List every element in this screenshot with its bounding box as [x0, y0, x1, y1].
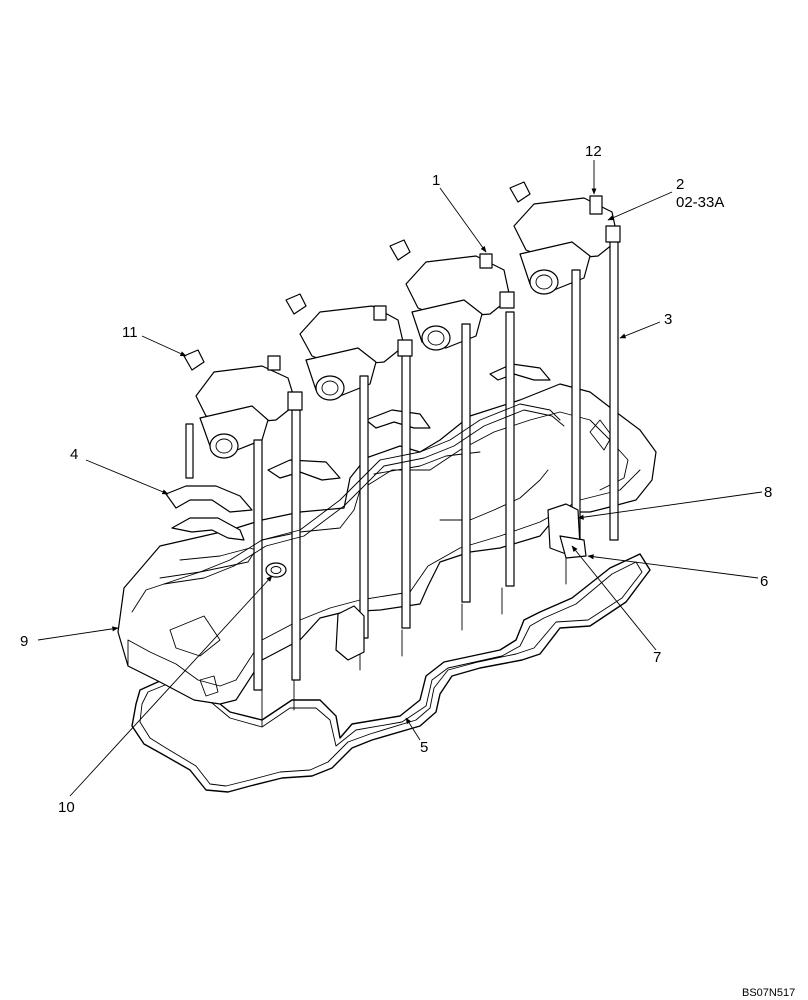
callout-11: 11	[122, 324, 138, 341]
bolt-heads	[267, 195, 621, 411]
callout-1: 1	[432, 172, 440, 189]
callout-10: 10	[58, 799, 75, 816]
callout-6: 6	[760, 573, 768, 590]
bearing-brackets	[165, 363, 551, 541]
callout-2-reference: 02-33A	[676, 194, 724, 211]
callout-12: 12	[585, 143, 602, 160]
gasket	[131, 553, 651, 793]
callout-5: 5	[420, 739, 428, 756]
callout-4: 4	[70, 446, 78, 463]
figure-code: BS07N517	[742, 987, 795, 999]
callout-9: 9	[20, 633, 28, 650]
wiring-harness	[159, 403, 565, 585]
callout-8: 8	[764, 484, 772, 501]
callout-2: 2	[676, 176, 684, 193]
callout-labels: 1 2 02-33A 3 4 5 6 7 8 9 10 11 12 BS07N5…	[20, 143, 795, 999]
callout-7: 7	[653, 649, 661, 666]
callout-3: 3	[664, 311, 672, 328]
leader-lines	[37, 160, 763, 797]
seal-washer	[265, 562, 287, 578]
rocker-arm-assemblies	[183, 181, 619, 459]
mounting-studs	[261, 555, 567, 727]
